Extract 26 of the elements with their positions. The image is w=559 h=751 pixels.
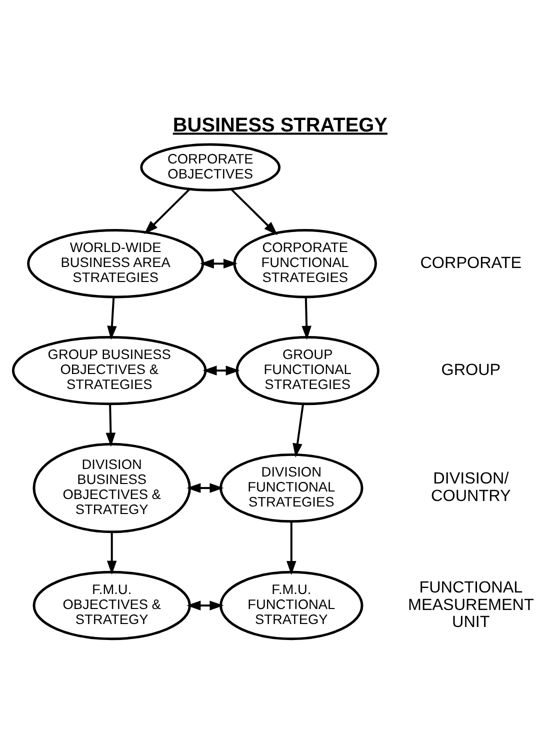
node-ellipse: GROUP BUSINESS OBJECTIVES & STRATEGIES (12, 336, 207, 406)
arrow (106, 532, 117, 575)
arrow (302, 297, 312, 340)
diagram-title: BUSINESS STRATEGY (172, 114, 388, 137)
node-ellipse: DIVISION BUSINESS OBJECTIVES & STRATEGY (32, 442, 191, 534)
arrow (292, 404, 304, 458)
node-ellipse: F.M.U. FUNCTIONAL STRATEGY (220, 570, 364, 640)
node-ellipse: GROUP FUNCTIONAL STRATEGIES (236, 336, 380, 406)
arrow (106, 404, 116, 447)
node-ellipse: CORPORATE OBJECTIVES (140, 143, 281, 192)
label: GROUP (441, 360, 501, 379)
arrow (286, 522, 296, 575)
node-ellipse: F.M.U. OBJECTIVES & STRATEGY (32, 570, 191, 640)
label: DIVISION/ COUNTRY (431, 470, 511, 505)
node-ellipse: WORLD-WIDE BUSINESS AREA STRATEGIES (27, 229, 204, 298)
label: FUNCTIONAL MEASUREMENT UNIT (408, 578, 534, 632)
arrow (144, 188, 190, 234)
node-ellipse: DIVISION FUNCTIONAL STRATEGIES (220, 453, 364, 523)
arrow (202, 366, 240, 376)
arrow (186, 600, 224, 610)
node-ellipse: CORPORATE FUNCTIONAL STRATEGIES (233, 229, 377, 298)
arrow (107, 297, 117, 340)
arrow (186, 483, 224, 493)
arrow (200, 258, 238, 269)
label: CORPORATE (420, 254, 522, 272)
arrow (230, 188, 278, 236)
